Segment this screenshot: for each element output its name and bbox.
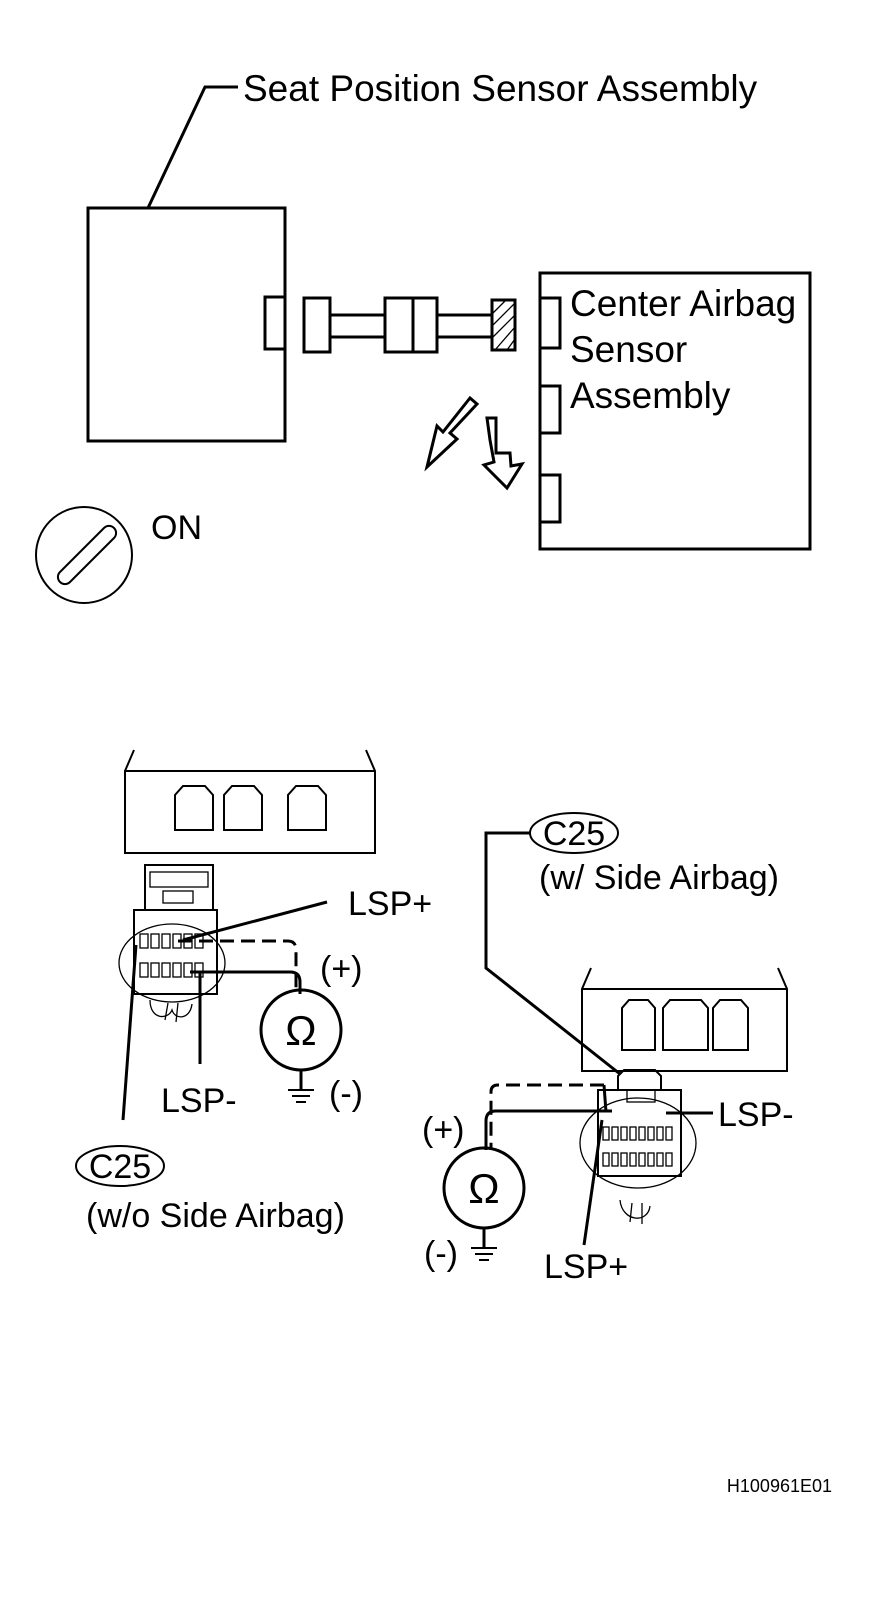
disconnect-arrow-diagonal-icon: [424, 395, 480, 472]
lsp-minus-probe-wire-right: [484, 1109, 612, 1150]
minus-label-right: (-): [424, 1235, 458, 1273]
left-panel-housing: [124, 749, 376, 854]
c25-leader-right: [484, 831, 621, 1076]
right-connector-c25: [579, 1069, 697, 1224]
seat-sensor-label: Seat Position Sensor Assembly: [243, 68, 758, 109]
ignition-switch-icon: [35, 506, 133, 604]
center-airbag-label-line3: Assembly: [570, 375, 731, 416]
center-airbag-label-line1: Center Airbag: [570, 283, 796, 324]
wire-harness: [302, 296, 517, 354]
lsp-plus-leader-left: [182, 900, 328, 942]
center-airbag-sensor-box: [538, 271, 812, 551]
disconnect-arrow-down-icon: [481, 416, 526, 491]
ground-left-icon: [288, 1070, 314, 1103]
center-airbag-connector-2: [540, 384, 562, 435]
plus-label-right: (+): [422, 1111, 465, 1149]
center-airbag-connector-3: [540, 473, 562, 524]
center-airbag-label-line2: Sensor: [570, 329, 687, 370]
with-side-airbag-label: (w/ Side Airbag): [539, 859, 779, 897]
plus-label-left: (+): [320, 950, 363, 988]
seat-sensor-connector: [263, 295, 285, 351]
seat-sensor-box: [86, 206, 287, 443]
ground-right-icon: [471, 1228, 497, 1261]
c25-label-left: C25: [89, 1148, 151, 1186]
ignition-on-label: ON: [151, 509, 202, 547]
lsp-plus-probe-wire-left: [178, 939, 298, 990]
right-panel-housing: [581, 967, 788, 1072]
figure-id: H100961E01: [727, 1476, 832, 1496]
c25-leader-left: [121, 944, 138, 1121]
lsp-minus-label-right: LSP-: [718, 1096, 794, 1134]
ohm-symbol-right: Ω: [468, 1165, 499, 1212]
without-side-airbag-label: (w/o Side Airbag): [86, 1197, 345, 1235]
left-connector-c25: [118, 864, 226, 1023]
c25-badge-left: [75, 1145, 165, 1187]
c25-label-right: C25: [543, 815, 605, 853]
lsp-minus-probe-wire-left: [190, 970, 302, 994]
lsp-plus-probe-wire-right: [489, 1083, 604, 1150]
seat-sensor-leader-line: [146, 85, 238, 209]
lsp-minus-label-left: LSP-: [161, 1082, 237, 1120]
center-airbag-connector-1: [540, 296, 562, 350]
lsp-plus-label-left: LSP+: [348, 885, 432, 923]
minus-label-left: (-): [329, 1075, 363, 1113]
lsp-plus-label-right: LSP+: [544, 1248, 628, 1286]
ohm-symbol-left: Ω: [285, 1007, 316, 1054]
lsp-plus-leader-right: [582, 1119, 604, 1246]
probe-tip-right: [602, 1084, 608, 1113]
